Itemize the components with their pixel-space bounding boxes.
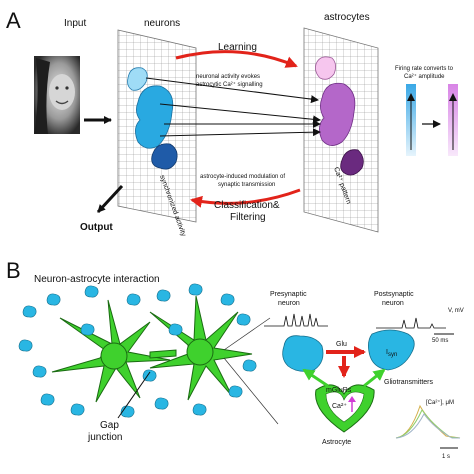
isyn-label: Isyn: [386, 349, 397, 358]
gap-junction-pointer: [117, 371, 151, 419]
astrocyte-cell-left: [51, 299, 171, 403]
zoom-line-top: [223, 317, 271, 351]
neuron-small-light: [127, 67, 148, 91]
classification-line1: Classification&: [214, 200, 280, 211]
synapse-blob: [228, 385, 243, 398]
synapse-blob: [220, 293, 235, 306]
astrocyte-cell-right: [149, 295, 253, 401]
firing-line1: Firing rate converts to: [395, 66, 454, 72]
postsynaptic-trace: [376, 317, 446, 329]
ca-um-label: [Ca²⁺], μM: [426, 399, 454, 406]
synapse-blob: [168, 323, 183, 336]
synapse-blob: [156, 289, 171, 302]
output-label: Output: [80, 222, 113, 233]
presynaptic-terminal: [282, 335, 324, 372]
gap-junction-line1: Gap: [100, 420, 119, 431]
synapse-blob: [70, 403, 85, 416]
learning-note-line1: neuronal activity evokes: [196, 74, 260, 80]
ca-trace-2: [395, 409, 461, 439]
modulation-line1: astrocyte-induced modulation of: [200, 174, 285, 180]
astrocyte-small-dark: [340, 149, 364, 176]
zoom-line-bottom: [223, 357, 279, 425]
ca-rise-arrowhead: [348, 396, 356, 402]
synapse-blob: [188, 283, 203, 296]
neurons-label: neurons: [144, 18, 180, 29]
astrocyte-label: Astrocyte: [322, 439, 351, 446]
astrocyte-large: [319, 82, 356, 146]
gliotransmitters-label: Gliotransmitters: [384, 379, 434, 386]
astrocyte-small-pink: [315, 56, 336, 80]
gliotransmitter-arrow-pre: [302, 368, 329, 388]
firing-line2: Ca²⁺ amplitude: [404, 73, 445, 80]
gliotransmitter-arrow-post: [363, 368, 386, 388]
network-title: Neuron-astrocyte interaction: [34, 274, 160, 285]
panel-b-letter: B: [6, 258, 21, 283]
ca-label: Ca²⁺: [332, 403, 347, 410]
input-label: Input: [64, 18, 86, 29]
projection-arrows: [145, 77, 321, 137]
panel-a-letter: A: [6, 8, 21, 33]
synapse-blob: [236, 313, 251, 326]
synapse-blob: [18, 339, 33, 352]
astrocyte-network: [51, 295, 253, 403]
output-arrow: [96, 184, 124, 214]
time-scale-s: 1 s: [442, 454, 450, 460]
synapse-blob: [84, 285, 99, 298]
learning-note-line2: astrocytic Ca²⁺ signalling: [196, 81, 263, 88]
classification-line2: Filtering: [230, 212, 266, 223]
astrocytes-label: astrocytes: [324, 12, 370, 23]
neuron-small-dark: [151, 143, 178, 170]
presynaptic-spike-trace: [264, 313, 328, 327]
synapse-blob: [126, 293, 141, 306]
glu-label: Glu: [336, 341, 347, 348]
panel-b: B Neuron-astrocyte interaction Gap junct…: [6, 258, 464, 460]
learning-label: Learning: [218, 42, 257, 53]
postsynaptic-line2: neuron: [382, 300, 404, 307]
learning-arrow: [175, 50, 298, 68]
synapse-blob: [40, 393, 55, 406]
gap-junction-line2: junction: [87, 432, 122, 443]
presynaptic-line2: neuron: [278, 300, 300, 307]
synapse-blob: [242, 359, 257, 372]
synapse-blob: [142, 369, 157, 382]
voltage-unit: V, mV: [448, 308, 464, 314]
ca-trace-3: [395, 413, 460, 439]
time-scale-ms: 50 ms: [432, 338, 448, 344]
mglurs-label: mGluRs: [326, 387, 352, 394]
postsynaptic-line1: Postsynaptic: [374, 291, 414, 298]
gap-junction-bridge: [149, 349, 177, 359]
synapse-blob: [154, 397, 169, 410]
presynaptic-line1: Presynaptic: [270, 291, 307, 298]
panel-a: A Input neurons astrocytes synchronized …: [6, 8, 458, 238]
synapse-blob: [46, 293, 61, 306]
modulation-line2: synaptic transmission: [218, 182, 275, 188]
synapse-blob: [80, 323, 95, 336]
synapse-blob: [192, 403, 207, 416]
synapse-blob: [32, 365, 47, 378]
postsynaptic-terminal: [368, 329, 415, 371]
input-face-image: [34, 56, 80, 134]
synapse-blob: [22, 305, 37, 318]
modulation-arrow: [190, 188, 301, 208]
synapse-blobs: [18, 283, 257, 418]
astrocyte-process-inner: [325, 391, 365, 423]
